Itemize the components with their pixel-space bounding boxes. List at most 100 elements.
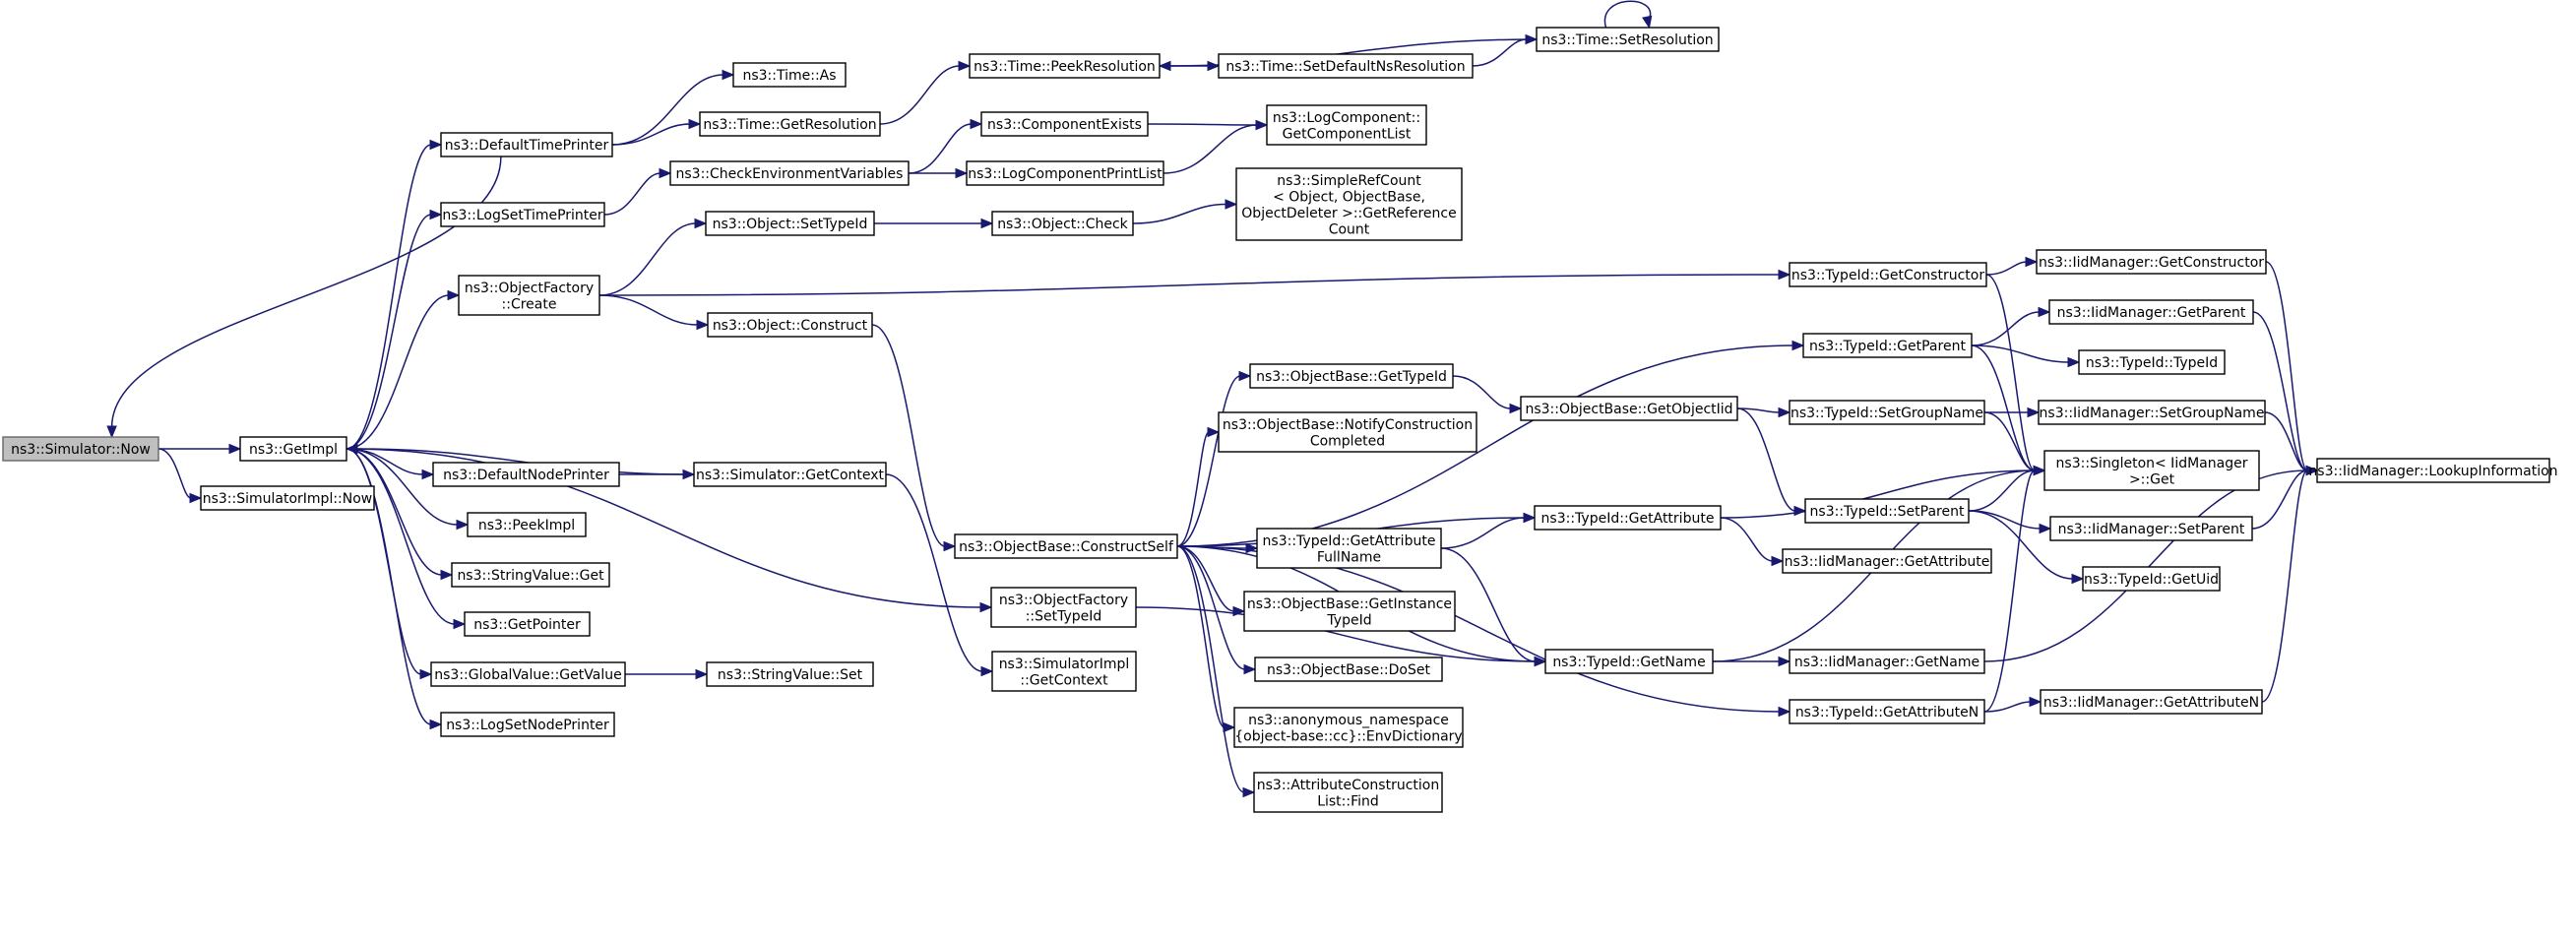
node-typeIdSetParent[interactable]: ns3::TypeId::SetParent bbox=[1804, 498, 1970, 524]
node-box bbox=[2082, 566, 2221, 592]
node-objBaseGetTypeId[interactable]: ns3::ObjectBase::GetTypeId bbox=[1249, 363, 1454, 389]
node-label: ns3::Time::PeekResolution bbox=[974, 59, 1156, 75]
node-iidMgrGetConstructor[interactable]: ns3::IidManager::GetConstructor bbox=[2036, 249, 2267, 275]
edge-line bbox=[1971, 344, 2036, 471]
edge-logCompPrintList-to-logCompGetList bbox=[1162, 119, 1269, 174]
node-iidMgrGetAttrN[interactable]: ns3::IidManager::GetAttributeN bbox=[2040, 689, 2263, 715]
node-box bbox=[1534, 505, 1722, 531]
node-logSetNodePrinter[interactable]: ns3::LogSetNodePrinter bbox=[440, 712, 615, 737]
edge-arrowhead bbox=[980, 665, 994, 677]
edge-getImpl-to-objFactoryCreate bbox=[346, 289, 461, 450]
node-box bbox=[2078, 349, 2226, 375]
node-defNodePrinter[interactable]: ns3::DefaultNodePrinter bbox=[432, 462, 620, 487]
node-strValSet[interactable]: ns3::StringValue::Set bbox=[706, 661, 874, 687]
node-iidMgrSetParent[interactable]: ns3::IidManager::SetParent bbox=[2049, 516, 2253, 541]
edge-typeIdGetParent-to-iidMgrGetParent bbox=[1971, 306, 2051, 346]
edge-arrowhead bbox=[695, 668, 709, 680]
edge-line bbox=[346, 144, 432, 450]
node-iidMgrSetGroupName[interactable]: ns3::IidManager::SetGroupName bbox=[2038, 400, 2266, 425]
node-label: ns3::Time::GetResolution bbox=[703, 117, 876, 133]
edge-getImpl-to-logSetTimePrinter bbox=[346, 209, 443, 450]
node-typeIdGetAttrN[interactable]: ns3::TypeId::GetAttributeN bbox=[1789, 699, 1985, 724]
edge-line bbox=[1968, 510, 2074, 580]
edge-arrowhead bbox=[958, 60, 972, 72]
node-box bbox=[1544, 649, 1714, 674]
node-label: ns3::ObjectBase::ConstructSelf bbox=[959, 539, 1174, 555]
node-typeIdGetParent[interactable]: ns3::TypeId::GetParent bbox=[1802, 333, 1973, 358]
edge-line bbox=[1452, 375, 1512, 409]
edge-line bbox=[1983, 701, 2032, 713]
node-timeSetDefNsRes[interactable]: ns3::Time::SetDefaultNsResolution bbox=[1218, 53, 1474, 79]
node-iidMgrGetAttr[interactable]: ns3::IidManager::GetAttribute bbox=[1782, 548, 1992, 574]
node-simGetContext[interactable]: ns3::Simulator::GetContext bbox=[693, 462, 887, 487]
node-typeIdGetAttr[interactable]: ns3::TypeId::GetAttribute bbox=[1534, 505, 1722, 531]
edge-typeIdGetAttrN-to-singletonGet bbox=[1983, 465, 2046, 713]
node-box bbox=[1249, 363, 1454, 389]
node-label: >::Get bbox=[2129, 471, 2175, 487]
node-simImplGetContext[interactable]: ns3::SimulatorImpl::GetContext bbox=[991, 651, 1137, 692]
node-label: ns3::GetPointer bbox=[473, 617, 581, 633]
node-iidMgrGetName[interactable]: ns3::IidManager::GetName bbox=[1789, 649, 1985, 674]
node-simImplNow[interactable]: ns3::SimulatorImpl::Now bbox=[200, 485, 375, 511]
node-typeIdGetName[interactable]: ns3::TypeId::GetName bbox=[1544, 649, 1714, 674]
node-label: ns3::anonymous_namespace bbox=[1248, 713, 1449, 728]
node-box bbox=[467, 512, 587, 537]
node-globalValGetValue[interactable]: ns3::GlobalValue::GetValue bbox=[430, 661, 626, 687]
node-typeIdGetConstructor[interactable]: ns3::TypeId::GetConstructor bbox=[1789, 262, 1987, 287]
node-singletonGet[interactable]: ns3::Singleton< IidManager>::Get bbox=[2043, 450, 2260, 491]
node-iidMgrGetParent[interactable]: ns3::IidManager::GetParent bbox=[2048, 299, 2254, 325]
node-box bbox=[2040, 689, 2263, 715]
node-label: GetComponentList bbox=[1283, 126, 1412, 142]
node-getImpl[interactable]: ns3::GetImpl bbox=[239, 436, 347, 462]
edge-arrowhead bbox=[970, 118, 983, 130]
edge-line bbox=[603, 172, 661, 216]
edge-timeSetRes-to-timeSetRes bbox=[1603, 0, 1653, 30]
node-objBaseNotify[interactable]: ns3::ObjectBase::NotifyConstructionCompl… bbox=[1218, 411, 1477, 453]
node-anonEnvDict[interactable]: ns3::anonymous_namespace{object-base::cc… bbox=[1233, 707, 1464, 748]
node-objBaseDoSet[interactable]: ns3::ObjectBase::DoSet bbox=[1254, 657, 1443, 682]
node-typeIdTypeId[interactable]: ns3::TypeId::TypeId bbox=[2078, 349, 2226, 375]
node-label: ns3::TypeId::SetParent bbox=[1810, 504, 1965, 520]
node-typeIdGetUid[interactable]: ns3::TypeId::GetUid bbox=[2082, 566, 2221, 592]
node-timeGetRes[interactable]: ns3::Time::GetResolution bbox=[699, 111, 881, 137]
node-compExists[interactable]: ns3::ComponentExists bbox=[980, 111, 1149, 137]
edge-objFactoryCreate-to-typeIdGetConstructor bbox=[598, 269, 1791, 296]
node-objBaseConstructSelf[interactable]: ns3::ObjectBase::ConstructSelf bbox=[954, 533, 1178, 559]
node-logSetTimePrinter[interactable]: ns3::LogSetTimePrinter bbox=[440, 202, 605, 227]
node-box bbox=[1789, 262, 1987, 287]
edge-line bbox=[598, 294, 699, 326]
node-peekImpl[interactable]: ns3::PeekImpl bbox=[467, 512, 587, 537]
node-box bbox=[458, 275, 600, 316]
node-typeIdSetGroupName[interactable]: ns3::TypeId::SetGroupName bbox=[1789, 400, 1985, 425]
node-timeSetRes[interactable]: ns3::Time::SetResolution bbox=[1536, 27, 1720, 52]
node-label: ns3::CheckEnvironmentVariables bbox=[676, 166, 904, 182]
node-timeAs[interactable]: ns3::Time::As bbox=[732, 62, 847, 88]
edge-line bbox=[1603, 0, 1652, 29]
node-box bbox=[966, 160, 1164, 186]
node-defTimePrinter[interactable]: ns3::DefaultTimePrinter bbox=[440, 132, 613, 157]
node-logCompPrintList[interactable]: ns3::LogComponentPrintList bbox=[966, 160, 1164, 186]
node-objBaseGetObjIid[interactable]: ns3::ObjectBase::GetObjectIid bbox=[1520, 396, 1738, 421]
node-timePeekRes[interactable]: ns3::Time::PeekResolution bbox=[969, 53, 1161, 79]
node-box bbox=[2038, 400, 2266, 425]
node-objFactoryCreate[interactable]: ns3::ObjectFactory::Create bbox=[458, 275, 600, 316]
node-getPointer[interactable]: ns3::GetPointer bbox=[464, 611, 591, 637]
node-label: ns3::Simulator::GetContext bbox=[696, 468, 885, 483]
node-simNow[interactable]: ns3::Simulator::Now bbox=[2, 436, 159, 462]
node-objSetTypeId[interactable]: ns3::Object::SetTypeId bbox=[705, 211, 875, 236]
edge-arrowhead bbox=[955, 167, 969, 179]
node-simpleRefCount[interactable]: ns3::SimpleRefCount< Object, ObjectBase,… bbox=[1235, 167, 1463, 241]
node-strValGet[interactable]: ns3::StringValue::Get bbox=[451, 562, 610, 588]
node-checkEnvVars[interactable]: ns3::CheckEnvironmentVariables bbox=[669, 160, 910, 186]
node-objCheck[interactable]: ns3::Object::Check bbox=[991, 211, 1134, 236]
node-iidMgrLookupInfo[interactable]: ns3::IidManager::LookupInformation bbox=[2308, 458, 2558, 483]
node-objFactorySetTypeId[interactable]: ns3::ObjectFactory::SetTypeId bbox=[990, 587, 1137, 628]
edge-typeIdSetGroupName-to-iidMgrSetGroupName bbox=[1984, 407, 2041, 418]
node-label: ns3::AttributeConstruction bbox=[1257, 778, 1439, 793]
node-logCompGetList[interactable]: ns3::LogComponent::GetComponentList bbox=[1266, 104, 1427, 146]
edge-checkEnvVars-to-compExists bbox=[908, 118, 983, 174]
node-objConstruct[interactable]: ns3::Object::Construct bbox=[707, 312, 873, 338]
